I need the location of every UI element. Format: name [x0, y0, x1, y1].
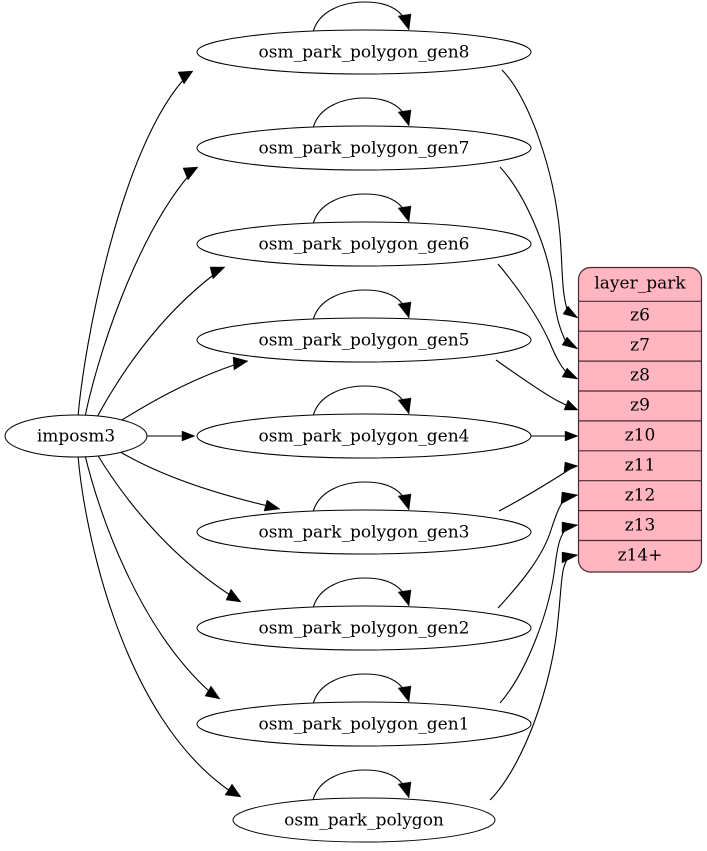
node-osm_park_polygon_gen7[interactable]: osm_park_polygon_gen7: [196, 125, 532, 171]
node-label-gen6: osm_park_polygon_gen6: [259, 235, 470, 255]
layer-park-row-z11[interactable]: z11: [625, 456, 656, 476]
node-osm_park_polygon_gen2[interactable]: osm_park_polygon_gen2: [196, 605, 532, 651]
node-label-gen7: osm_park_polygon_gen7: [259, 139, 470, 159]
edge-imposm3-to-gen8: [77, 70, 194, 418]
edge-gen1-to-z13: [499, 521, 579, 704]
edge-gen4-to-z10: [531, 430, 579, 442]
edge-imposm3-to-gen2: [96, 453, 242, 603]
self-loop-gen1: [312, 673, 412, 705]
node-osm_park_polygon_gen5[interactable]: osm_park_polygon_gen5: [196, 317, 532, 363]
edge-imposm3-to-gen6: [95, 266, 226, 420]
edge-gen7-to-z7: [499, 166, 579, 350]
node-label-gen1: osm_park_polygon_gen1: [259, 715, 470, 735]
self-loop-gen6: [312, 193, 412, 225]
layer-park-row-z13[interactable]: z13: [625, 516, 656, 536]
node-osm_park_polygon_gen1[interactable]: osm_park_polygon_gen1: [196, 701, 532, 747]
node-label-gen2: osm_park_polygon_gen2: [259, 619, 470, 639]
edge-imposm3-to-gen5: [116, 356, 249, 424]
layer-park-header: layer_park: [594, 274, 686, 294]
node-label-gen4: osm_park_polygon_gen4: [259, 427, 470, 447]
self-loop-gen4: [312, 385, 412, 417]
edge-gen6-to-z8: [497, 263, 579, 380]
node-label-gen8: osm_park_polygon_gen8: [259, 43, 470, 63]
layer-park-row-z12[interactable]: z12: [625, 486, 656, 506]
layer-park-row-z6[interactable]: z6: [630, 306, 650, 326]
node-osm_park_polygon_gen3[interactable]: osm_park_polygon_gen3: [196, 509, 532, 555]
edge-imposm3-to-gen1: [84, 454, 221, 700]
node-imposm3[interactable]: imposm3: [4, 414, 148, 458]
edge-imposm3-to-gen7: [84, 166, 199, 418]
layer-park-row-z14plus[interactable]: z14+: [618, 546, 663, 566]
layer-park-row-z10[interactable]: z10: [625, 426, 656, 446]
self-loop-osm-park-polygon: [312, 769, 412, 801]
self-loop-gen3: [312, 481, 412, 513]
node-osm_park_polygon[interactable]: osm_park_polygon: [232, 797, 496, 843]
edge-gen2-to-z12: [497, 491, 579, 609]
layer-park-row-z7[interactable]: z7: [630, 336, 650, 356]
node-label-gen3: osm_park_polygon_gen3: [259, 523, 470, 543]
layer-park-row-z8[interactable]: z8: [630, 366, 650, 386]
self-loop-gen2: [312, 577, 412, 609]
self-loop-gen7: [312, 97, 412, 129]
self-loop-gen8: [312, 1, 412, 33]
self-loop-edges: [312, 1, 412, 801]
edge-gen5-to-z9: [495, 359, 579, 411]
edge-imposm3-to-osm-park-polygon: [77, 455, 242, 798]
edge-gen8-to-z6: [501, 69, 579, 319]
node-label-osm-park-polygon: osm_park_polygon: [284, 811, 444, 831]
edges-to-layer-park: [489, 69, 579, 801]
node-imposm3-label: imposm3: [37, 427, 115, 447]
node-osm_park_polygon_gen8[interactable]: osm_park_polygon_gen8: [196, 29, 532, 75]
edges-from-imposm3: [77, 70, 281, 798]
node-label-gen5: osm_park_polygon_gen5: [259, 331, 470, 351]
layer-park-row-z9[interactable]: z9: [630, 396, 650, 416]
node-layer-park-record[interactable]: layer_park z6 z7 z8 z9 z10 z11 z12 z13 z…: [577, 266, 703, 573]
edge-gen3-to-z11: [498, 461, 579, 512]
self-loop-gen5: [312, 289, 412, 321]
edge-imposm3-to-gen4: [147, 430, 196, 442]
edge-osm-park-polygon-to-z14: [489, 551, 579, 801]
node-osm_park_polygon_gen6[interactable]: osm_park_polygon_gen6: [196, 221, 532, 267]
node-osm_park_polygon_gen4[interactable]: osm_park_polygon_gen4: [196, 413, 532, 459]
edge-imposm3-to-gen3: [116, 449, 281, 512]
